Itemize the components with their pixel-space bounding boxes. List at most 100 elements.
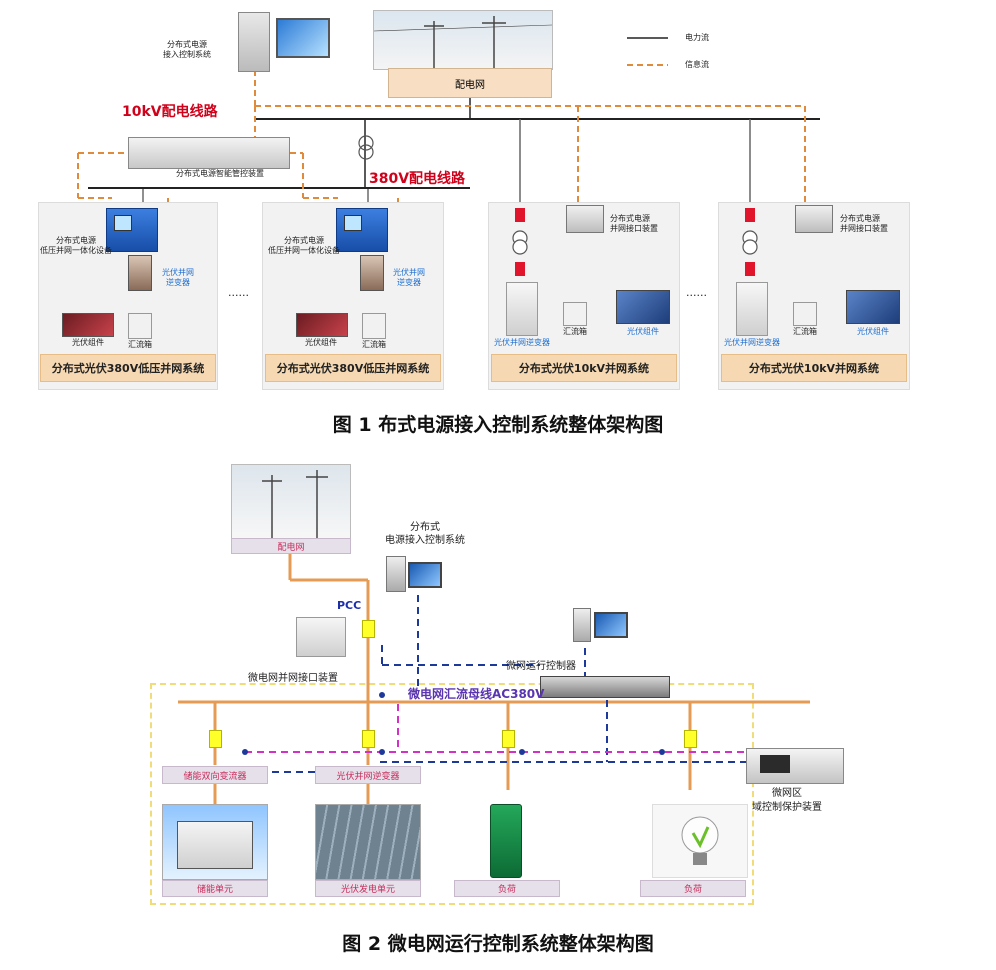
battery-icon: [177, 821, 253, 869]
storage-unit-label: 储能单元: [196, 885, 233, 895]
inverter-10kv-d-label: 光伏并网逆变器: [724, 338, 780, 347]
inverter-10kv-c: [506, 282, 538, 336]
access-monitor-icon: [408, 562, 442, 588]
interface-device-c-label: 分布式电源 并网接口装置: [610, 214, 658, 233]
sys-10kv-b-bar: 分布式光伏10kV并网系统: [721, 354, 907, 382]
switch-storage: [209, 730, 222, 748]
sys-380v-a-label: 分布式光伏380V低压并网系统: [51, 362, 205, 375]
controller-device: [540, 676, 670, 698]
combiner-a-label: 汇流箱: [128, 340, 152, 349]
sys-10kv-a-label: 分布式光伏10kV并网系统: [518, 362, 650, 375]
breaker-c1: [515, 208, 525, 222]
storage-converter-box: 储能双向变流器: [162, 766, 268, 784]
top-system-label: 分布式电源 接入控制系统: [163, 40, 211, 59]
load2-label: 负荷: [683, 885, 702, 895]
smart-control-device: [128, 137, 290, 169]
access-system-label: 分布式 电源接入控制系统: [385, 522, 465, 546]
integrated-device-b-screen: [344, 215, 362, 231]
legend-power-label: 电力流: [685, 33, 709, 42]
bulb-image: [652, 804, 748, 878]
controller-computer-icon: [573, 608, 591, 642]
interface-device-label: 微电网并网接口装置: [248, 673, 338, 684]
bus-label: 微电网汇流母线AC380V: [408, 687, 545, 701]
combiner-b: [362, 313, 386, 339]
interface-device-c: [566, 205, 604, 233]
grid-label-box: 配电网: [388, 68, 552, 98]
fig2-grid-label-box: 配电网: [231, 538, 351, 554]
inverter-10kv-d: [736, 282, 768, 336]
combiner-d: [793, 302, 817, 326]
load1-label: 负荷: [497, 885, 516, 895]
sys-380v-b-label: 分布式光伏380V低压并网系统: [276, 362, 430, 375]
storage-unit-image: [162, 804, 268, 880]
pv-module-a: [62, 313, 114, 337]
combiner-d-label: 汇流箱: [793, 327, 817, 336]
sys-380v-a-bar: 分布式光伏380V低压并网系统: [40, 354, 216, 382]
pcc-switch: [362, 620, 375, 638]
fig2-grid-label: 配电网: [277, 542, 305, 553]
fig2-grid-image: [231, 464, 351, 540]
storage-converter-label: 储能双向变流器: [183, 771, 247, 782]
pv-unit-image: [315, 804, 421, 880]
combiner-c-label: 汇流箱: [563, 327, 587, 336]
storage-unit-box: 储能单元: [162, 880, 268, 897]
combiner-a: [128, 313, 152, 339]
pv-module-d-label: 光伏组件: [857, 327, 889, 336]
switch-pv: [362, 730, 375, 748]
ellipsis-b: ......: [686, 286, 707, 299]
integrated-device-b-label: 分布式电源 低压并网一体化设备: [268, 236, 340, 255]
fig1-lines: [77, 37, 820, 330]
microgrid-boundary: [150, 683, 754, 905]
fig2-caption: 图 2 微电网运行控制系统整体架构图: [342, 933, 654, 955]
pv-module-b: [296, 313, 348, 337]
pv-inverter-a-label: 光伏并网 逆变器: [162, 268, 194, 287]
grid-label: 配电网: [455, 79, 485, 91]
pv-module-a-label: 光伏组件: [72, 338, 104, 347]
load2-box: 负荷: [640, 880, 746, 897]
pv-module-c-label: 光伏组件: [627, 327, 659, 336]
pv-inverter-a: [128, 255, 152, 291]
pv-inverter-label: 光伏并网逆变器: [336, 771, 400, 782]
combiner-c: [563, 302, 587, 326]
transformer-c-icon: [512, 230, 528, 255]
line-10kv-label: 10kV配电线路: [122, 104, 218, 120]
pv-unit-label: 光伏发电单元: [340, 885, 395, 895]
grid-tower-image: [373, 10, 553, 70]
ellipsis-a: ......: [228, 286, 249, 299]
breaker-d1: [745, 208, 755, 222]
pv-module-c: [616, 290, 670, 324]
pv-module-b-label: 光伏组件: [305, 338, 337, 347]
pv-inverter-b-label: 光伏并网 逆变器: [393, 268, 425, 287]
controller-label: 微网运行控制器: [506, 661, 576, 672]
pv-module-d: [846, 290, 900, 324]
controller-monitor-icon: [594, 612, 628, 638]
pcc-label: PCC: [337, 599, 362, 612]
pv-inverter-box: 光伏并网逆变器: [315, 766, 421, 784]
switch-load1: [502, 730, 515, 748]
pv-unit-box: 光伏发电单元: [315, 880, 421, 897]
sys-380v-b-bar: 分布式光伏380V低压并网系统: [265, 354, 441, 382]
monitor-icon: [276, 18, 330, 58]
sys-10kv-a-bar: 分布式光伏10kV并网系统: [491, 354, 677, 382]
fig2-lines: [178, 552, 810, 805]
sys-10kv-b-label: 分布式光伏10kV并网系统: [748, 362, 880, 375]
load1-box: 负荷: [454, 880, 560, 897]
area-protection-screen: [760, 755, 790, 773]
computer-icon: [238, 12, 270, 72]
interface-device-d-label: 分布式电源 并网接口装置: [840, 214, 888, 233]
charger-icon: [490, 804, 522, 878]
pv-inverter-b: [360, 255, 384, 291]
inverter-10kv-c-label: 光伏并网逆变器: [494, 338, 550, 347]
switch-load2: [684, 730, 697, 748]
fig2-tower-icon: [262, 470, 328, 539]
access-computer-icon: [386, 556, 406, 592]
area-protection-label: 微网区 域控制保护装置: [752, 788, 822, 813]
interface-device-d: [795, 205, 833, 233]
integrated-device-a-label: 分布式电源 低压并网一体化设备: [40, 236, 112, 255]
fig1-caption: 图 1 布式电源接入控制系统整体架构图: [332, 414, 664, 436]
combiner-b-label: 汇流箱: [362, 340, 386, 349]
smart-device-label: 分布式电源智能管控装置: [176, 169, 264, 178]
integrated-device-a-screen: [114, 215, 132, 231]
tower-icon: [373, 16, 553, 69]
transformer-d-icon: [742, 230, 758, 255]
